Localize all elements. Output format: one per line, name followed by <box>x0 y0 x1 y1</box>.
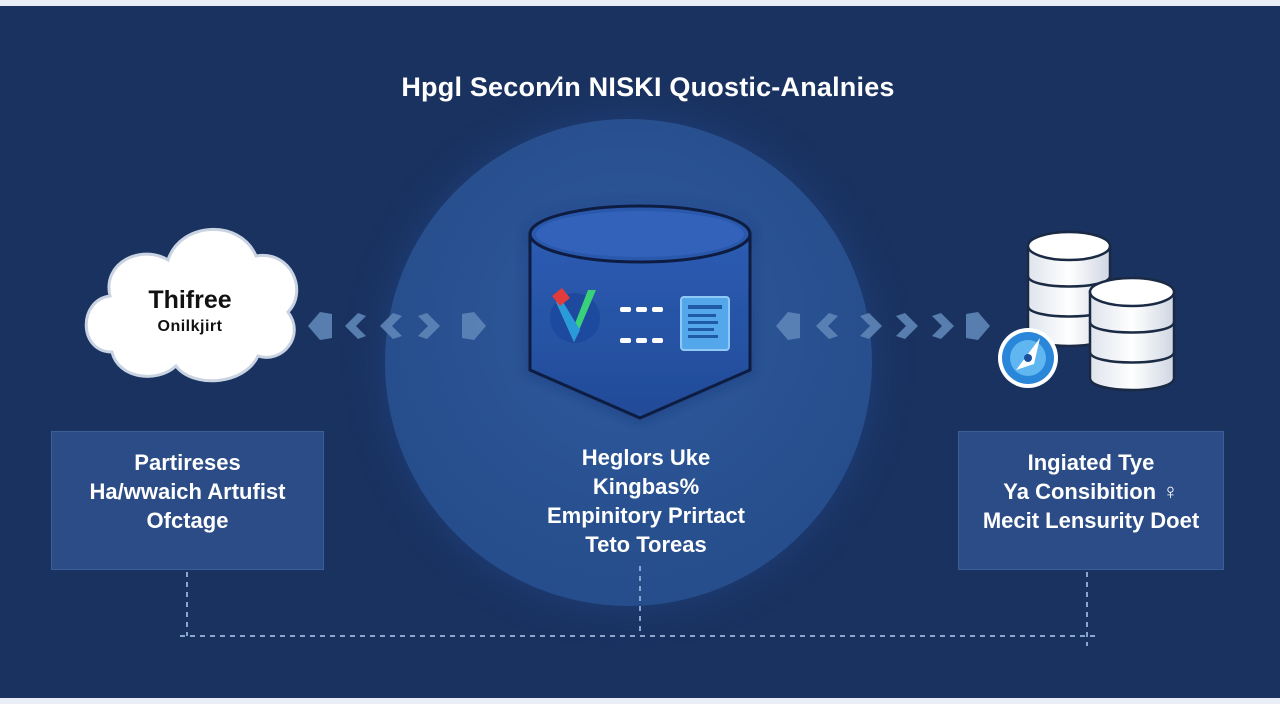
arrow-right-icon <box>860 313 882 339</box>
diagram-title: Hpgl Secon⁄in NISKI Quostic-Analnies <box>401 72 895 102</box>
arrow-left-icon <box>816 313 838 339</box>
compass-icon <box>998 328 1058 388</box>
database-stack-icon <box>1026 230 1176 392</box>
arrow-left-icon <box>308 312 332 340</box>
arrow-right-icon <box>896 313 918 339</box>
arrow-left-icon <box>776 312 800 340</box>
diagram-canvas: Hpgl Secon⁄in NISKI Quostic-Analnies <box>0 6 1280 698</box>
right-box-line: Ya Consibition ♀ <box>1003 479 1179 504</box>
center-label-line: Heglors Uke <box>581 445 711 470</box>
diagram-artwork <box>84 204 1176 646</box>
check-icon <box>550 288 600 343</box>
arrow-right-icon <box>462 312 486 340</box>
center-label-line: Kingbas% <box>592 474 700 499</box>
right-box-line: Ingiated Tye <box>1027 450 1155 475</box>
cloud-title: Thifree <box>148 286 232 314</box>
right-box-line: Mecit Lensurity Doet <box>982 508 1200 533</box>
left-box-line: Ha/wwaich Artufist <box>89 479 286 504</box>
center-label-line: Teto Toreas <box>585 532 707 557</box>
arrow-right-icon <box>932 313 954 339</box>
dashed-connectors <box>180 566 1100 646</box>
connector-dashes <box>620 307 663 343</box>
cloud-icon <box>84 228 299 383</box>
arrow-right-icon <box>418 313 440 339</box>
right-info-box: Ingiated Tye Ya Consibition ♀ Mecit Lens… <box>958 431 1224 570</box>
left-box-line: Partireses <box>134 450 241 475</box>
arrow-right-icon <box>966 312 990 340</box>
cloud-subtitle: Onilkjirt <box>157 318 223 335</box>
center-label: Heglors Uke Kingbas% Empinitory Prirtact… <box>500 443 792 559</box>
left-box-line: Ofctage <box>146 508 229 533</box>
center-label-line: Empinitory Prirtact <box>546 503 746 528</box>
database-cylinder-icon <box>528 204 752 420</box>
arrow-group-right <box>776 312 990 340</box>
arrow-left-icon <box>380 313 402 339</box>
arrow-group-left <box>308 312 486 340</box>
left-info-box: Partireses Ha/wwaich Artufist Ofctage <box>51 431 324 570</box>
document-icon <box>680 296 730 351</box>
arrow-left-icon <box>345 313 366 339</box>
